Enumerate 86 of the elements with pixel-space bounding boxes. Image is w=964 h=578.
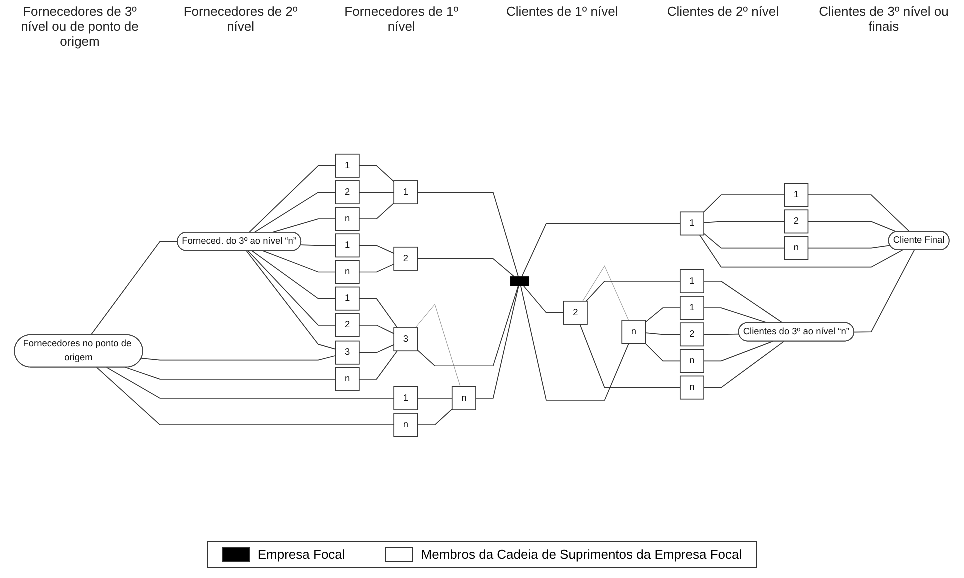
node-box: 1 bbox=[680, 212, 704, 236]
node-box: n bbox=[394, 413, 418, 438]
connector bbox=[704, 194, 786, 213]
connector bbox=[358, 245, 395, 254]
connector bbox=[704, 233, 786, 249]
connector bbox=[358, 264, 395, 273]
node-box: 3 bbox=[394, 328, 418, 352]
node-box: 1 bbox=[335, 154, 360, 178]
connector bbox=[704, 308, 768, 324]
connector bbox=[582, 266, 630, 321]
connector bbox=[106, 367, 395, 399]
node-box: 2 bbox=[335, 313, 360, 338]
node-box bbox=[510, 276, 530, 286]
connector bbox=[808, 194, 910, 232]
connector bbox=[522, 223, 681, 278]
connector bbox=[704, 341, 774, 362]
node-box: 2 bbox=[394, 246, 418, 271]
connector bbox=[417, 286, 519, 367]
connector bbox=[645, 308, 681, 323]
node-box: 2 bbox=[335, 180, 360, 204]
node-box: 1 bbox=[335, 234, 360, 258]
node-box: n bbox=[335, 260, 360, 284]
connector bbox=[808, 245, 891, 249]
connector bbox=[300, 244, 336, 246]
connector bbox=[523, 286, 564, 314]
connector bbox=[358, 324, 395, 334]
node-box: 1 bbox=[394, 386, 418, 410]
connector bbox=[580, 324, 681, 388]
connector bbox=[700, 234, 904, 268]
connector bbox=[808, 221, 898, 232]
connector bbox=[358, 298, 398, 328]
connector bbox=[246, 250, 336, 350]
connector bbox=[417, 408, 453, 426]
connector bbox=[141, 355, 336, 361]
connector bbox=[358, 166, 395, 182]
connector bbox=[96, 367, 395, 426]
node-box: 2 bbox=[784, 210, 809, 234]
connector bbox=[254, 192, 336, 234]
column-heading: Clientes de 3º nível ou finais bbox=[818, 4, 950, 36]
connector bbox=[358, 350, 398, 380]
connector bbox=[520, 286, 630, 401]
connector bbox=[248, 250, 336, 326]
node-box: 1 bbox=[680, 270, 704, 294]
node-box: n bbox=[784, 236, 809, 260]
connector bbox=[704, 281, 784, 324]
connector bbox=[704, 221, 786, 224]
connector bbox=[252, 250, 336, 300]
node-box: 3 bbox=[335, 340, 360, 365]
connector bbox=[417, 258, 515, 278]
column-heading: Fornecedores de 2º nível bbox=[182, 4, 299, 36]
connector bbox=[415, 304, 461, 388]
connector bbox=[125, 367, 336, 380]
node-box: n bbox=[680, 349, 704, 374]
connector bbox=[90, 241, 178, 336]
connector bbox=[263, 250, 336, 273]
node-box: 1 bbox=[784, 183, 809, 208]
node-box: n bbox=[335, 207, 360, 232]
column-heading: Fornecedores de 1º nível bbox=[344, 4, 460, 36]
connector bbox=[645, 332, 681, 336]
connector bbox=[358, 202, 395, 220]
legend-label: Empresa Focal bbox=[258, 547, 346, 562]
node-box: n bbox=[680, 376, 704, 400]
connector bbox=[854, 250, 915, 333]
connector bbox=[358, 344, 395, 354]
node-box: n bbox=[452, 386, 476, 410]
connector bbox=[476, 286, 520, 399]
connector bbox=[358, 192, 395, 193]
node-box: 2 bbox=[563, 300, 588, 325]
node-box: n bbox=[335, 367, 360, 392]
column-heading: Clientes de 1º nível bbox=[506, 4, 620, 21]
connector bbox=[248, 166, 336, 234]
node-box: 1 bbox=[394, 180, 418, 204]
column-heading: Fornecedores de 3º nível ou de ponto de origem bbox=[20, 4, 140, 51]
connector bbox=[417, 398, 453, 399]
connector bbox=[704, 341, 785, 388]
node-box: 1 bbox=[335, 286, 360, 311]
node-box: n bbox=[622, 320, 646, 344]
connector bbox=[417, 192, 519, 278]
node-box: 1 bbox=[680, 296, 704, 320]
connector bbox=[704, 334, 740, 336]
connector bbox=[272, 218, 336, 234]
legend-label: Membros da Cadeia de Suprimentos da Empresa Focal bbox=[421, 547, 742, 562]
column-heading: Clientes de 2º nível bbox=[666, 4, 780, 21]
connector bbox=[645, 343, 681, 362]
node-box: 2 bbox=[680, 322, 704, 347]
connector bbox=[586, 281, 681, 302]
